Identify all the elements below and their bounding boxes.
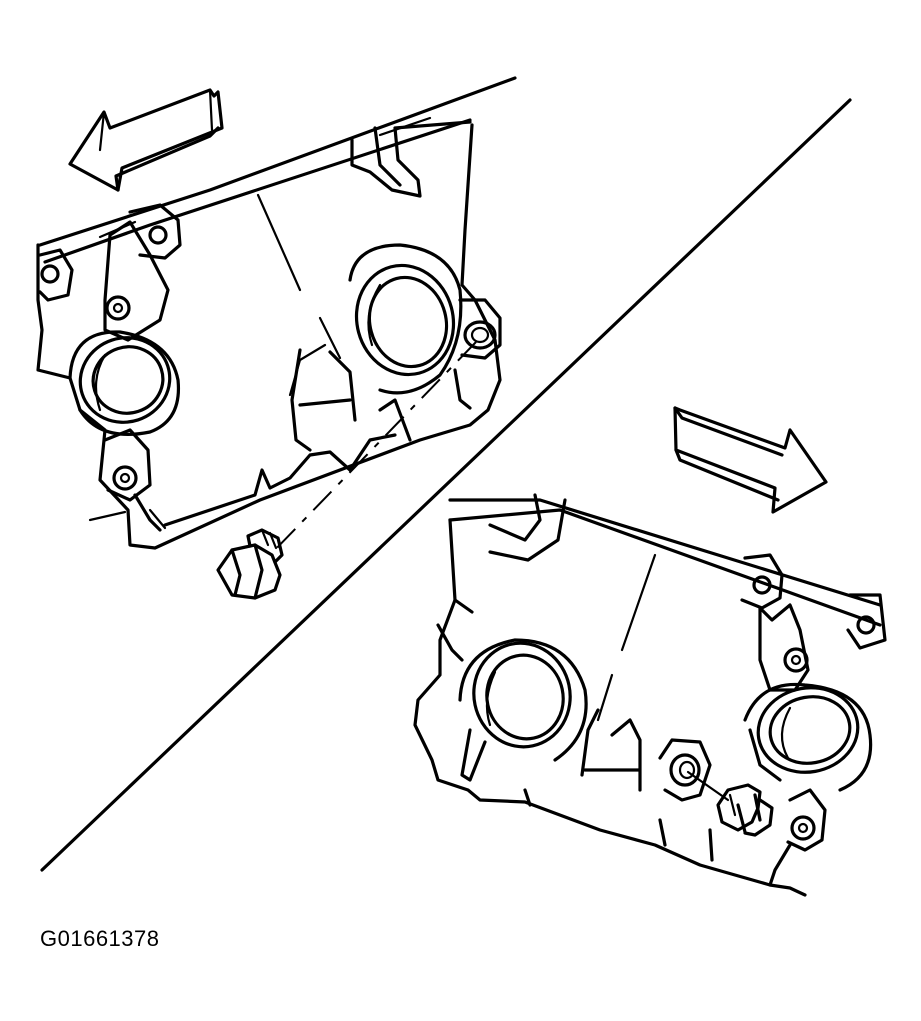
left-bore-left (68, 330, 181, 436)
arrow-left-icon (68, 88, 224, 192)
right-block-casting-outline (413, 518, 807, 897)
left-bolt-hole-mid (105, 295, 131, 321)
left-bolt-hole-far-left (40, 264, 60, 284)
left-block-casting-outline (36, 123, 502, 550)
arrow-right-icon (673, 406, 828, 514)
left-block-top-edge (38, 76, 517, 247)
right-bolt-hole-mid (783, 647, 809, 673)
right-block-top-edge (448, 498, 882, 607)
left-bolt-hole-top (148, 225, 168, 245)
plug-bolt-icon (216, 528, 284, 600)
right-bolt-hole-top (752, 575, 772, 595)
right-bore-left (458, 638, 588, 782)
right-view (413, 406, 887, 897)
left-bore-right (348, 243, 463, 395)
plug-bolt-icon (716, 783, 774, 837)
right-plug-insertion-line (686, 770, 730, 802)
left-plug-insertion-line (269, 341, 477, 556)
view-divider-line (40, 98, 852, 872)
left-plug-hole (463, 320, 497, 350)
right-bolt-hole-lower (790, 815, 816, 841)
figure-id-label: G01661378 (40, 926, 160, 951)
right-bore-right (743, 682, 873, 792)
right-plug-hole (669, 753, 701, 787)
left-view (36, 76, 517, 600)
left-bolt-hole-lower (112, 465, 138, 491)
right-bolt-hole-far-right (856, 615, 876, 635)
